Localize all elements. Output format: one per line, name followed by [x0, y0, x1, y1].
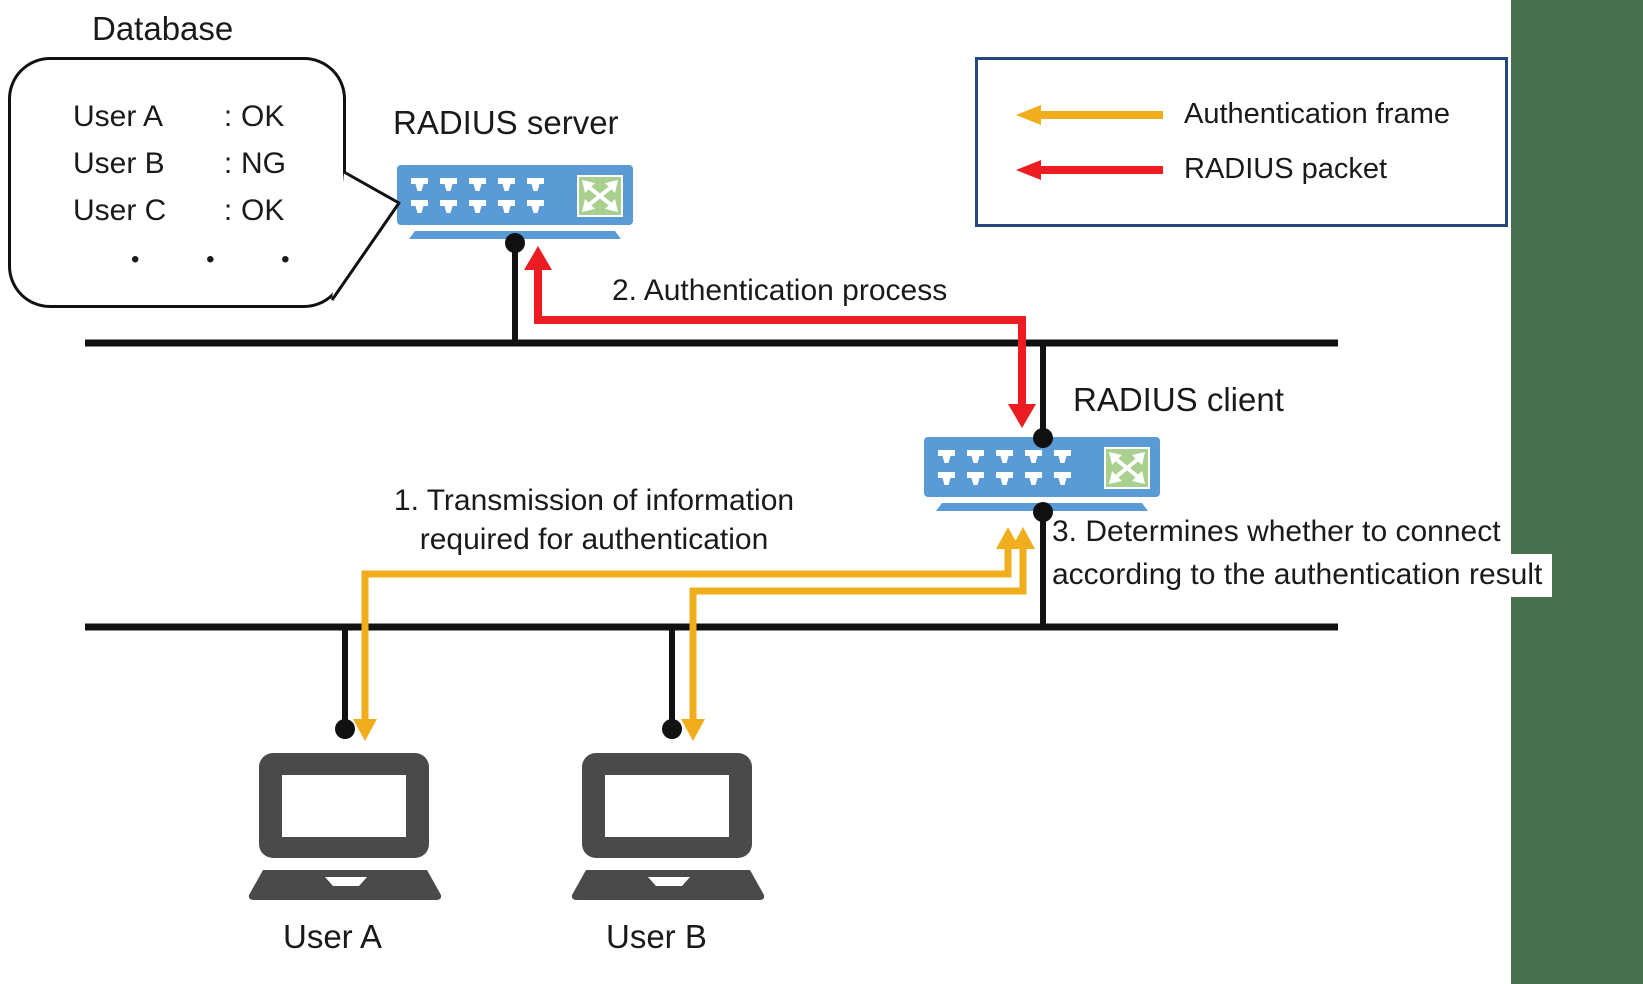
radius-server-switch-icon [397, 165, 633, 239]
radius-client-label: RADIUS client [1073, 381, 1284, 418]
crossed-arrowheads [582, 180, 618, 212]
crossed-arrows-icon [1115, 458, 1139, 478]
db-colon: : [223, 194, 233, 227]
step3-line2: according to the authentication result [1046, 554, 1553, 597]
laptop-notch [325, 877, 367, 886]
yellow-arrowhead [1016, 104, 1041, 125]
db-user-name: User C [73, 194, 167, 227]
database-row-user-a: User A:OK [73, 93, 320, 140]
db-user-name: User A [73, 100, 164, 133]
legend-row-authentication-frame: Authentication frame [978, 98, 1505, 131]
crossed-arrows-icon [588, 186, 612, 206]
radius-client-switch-icon [924, 437, 1160, 511]
radius-packet-arrowhead-down [1008, 404, 1036, 428]
step1-line2: required for authentication [419, 523, 769, 556]
user-a-label: User A [283, 918, 383, 955]
user-b-label: User B [606, 918, 707, 955]
red-arrowhead [1016, 159, 1041, 180]
db-user-name: User B [73, 147, 165, 180]
database-title: Database [92, 10, 234, 47]
laptop-b-connection-dot [662, 719, 682, 739]
laptop-user-a-icon [248, 753, 442, 900]
db-colon: : [223, 100, 233, 133]
switch-ports [411, 178, 544, 213]
radius-server-label: RADIUS server [393, 104, 619, 141]
auth-frame-b-arrowhead-up [1011, 527, 1035, 549]
auth-frame-a-arrowhead-up [996, 527, 1020, 549]
legend-box: Authentication frame RADIUS packet [975, 57, 1508, 227]
switch-base [936, 503, 1148, 511]
legend-label-radius-packet: RADIUS packet [1184, 153, 1388, 185]
database-speech-bubble: User A:OK User B:NG User C:OK • • • [8, 57, 346, 308]
switch-ports [938, 450, 1071, 485]
db-user-status: NG [241, 147, 286, 180]
red-left-arrow-icon [1016, 159, 1163, 180]
step3-annotation: 3. Determines whether to connect accordi… [1046, 511, 1553, 597]
laptop-screen-inner [605, 775, 729, 837]
green-sidebar [1511, 0, 1643, 984]
step2-annotation: 2. Authentication process [612, 274, 948, 307]
database-row-user-c: User C:OK [73, 187, 320, 234]
laptop-notch [648, 877, 690, 886]
step1-line1: 1. Transmission of information [393, 484, 795, 517]
auth-frame-a-arrowhead-down [353, 719, 377, 741]
red-arrow-shaft [1039, 165, 1163, 174]
crossed-arrowheads [1109, 452, 1145, 484]
yellow-left-arrow-icon [1016, 104, 1163, 125]
auth-frame-b-arrowhead-down [681, 719, 705, 741]
auth-frame-arrow-a-path [361, 547, 1012, 722]
auth-frame-arrow-b-path [689, 547, 1027, 722]
database-ellipsis: • • • [131, 246, 320, 273]
laptop-screen-inner [282, 775, 406, 837]
database-row-user-b: User B:NG [73, 140, 320, 187]
yellow-arrow-shaft [1039, 110, 1163, 119]
legend-label-authentication-frame: Authentication frame [1184, 98, 1450, 130]
laptop-user-b-icon [571, 753, 765, 900]
step3-line1: 3. Determines whether to connect [1046, 511, 1511, 554]
db-user-status: OK [241, 194, 285, 227]
switch-base [409, 231, 621, 239]
radius-packet-arrowhead-up [524, 246, 552, 270]
db-user-status: OK [241, 100, 285, 133]
step1-annotation: 1. Transmission of information required … [374, 481, 814, 559]
legend-row-radius-packet: RADIUS packet [978, 153, 1505, 186]
database-user-list: User A:OK User B:NG User C:OK • • • [73, 93, 320, 283]
db-colon: : [223, 147, 233, 180]
laptop-a-connection-dot [335, 719, 355, 739]
